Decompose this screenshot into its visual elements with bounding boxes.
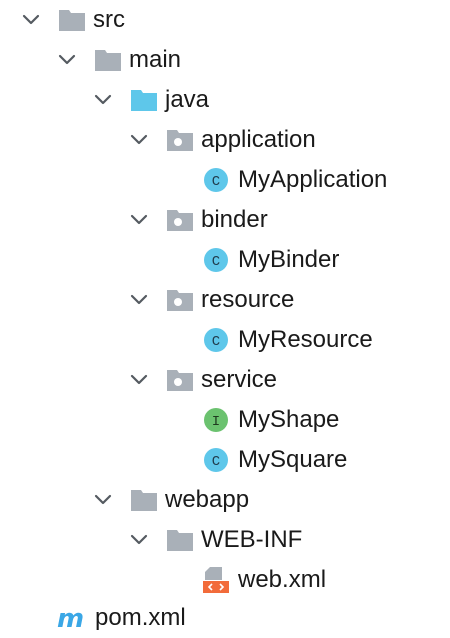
interface-icon: I (202, 407, 230, 433)
tree-label-application: application (201, 126, 316, 153)
folder-icon (58, 7, 86, 33)
tree-label-myshape: MyShape (238, 406, 340, 433)
class-badge-letter: C (212, 174, 220, 190)
tree-row-src[interactable]: src (0, 0, 450, 40)
tree-label-web-inf: WEB-INF (201, 526, 303, 553)
class-icon: C (202, 447, 230, 473)
tree-label-mybinder: MyBinder (238, 246, 340, 273)
chevron-down-icon[interactable] (128, 369, 150, 391)
package-folder-icon (166, 127, 194, 153)
class-badge-letter: C (212, 334, 220, 350)
maven-badge-letter: m (57, 605, 84, 631)
chevron-down-icon[interactable] (128, 529, 150, 551)
class-icon: C (202, 247, 230, 273)
interface-badge-letter: I (212, 414, 220, 430)
tree-label-binder: binder (201, 206, 268, 233)
tree-row-mysquare[interactable]: C MySquare (0, 440, 450, 480)
tree-label-myresource: MyResource (238, 326, 373, 353)
tree-label-resource: resource (201, 286, 295, 313)
class-icon: C (202, 167, 230, 193)
tree-row-web-xml[interactable]: web.xml (0, 560, 450, 600)
tree-label-myapplication: MyApplication (238, 166, 388, 193)
tree-label-pom-xml: pom.xml (95, 604, 186, 631)
tree-label-service: service (201, 366, 278, 393)
tree-label-webapp: webapp (165, 486, 250, 513)
chevron-down-icon[interactable] (92, 489, 114, 511)
tree-label-web-xml: web.xml (238, 566, 327, 593)
tree-row-main[interactable]: main (0, 40, 450, 80)
chevron-down-icon[interactable] (92, 89, 114, 111)
class-icon: C (202, 327, 230, 353)
xml-file-icon (202, 567, 230, 593)
tree-row-application[interactable]: application (0, 120, 450, 160)
class-badge-letter: C (212, 454, 220, 470)
chevron-down-icon[interactable] (56, 49, 78, 71)
tree-row-myshape[interactable]: I MyShape (0, 400, 450, 440)
tree-row-service[interactable]: service (0, 360, 450, 400)
tree-row-java[interactable]: java (0, 80, 450, 120)
tree-label-src: src (93, 6, 125, 33)
package-folder-icon (166, 207, 194, 233)
tree-label-java: java (165, 86, 210, 113)
tree-row-pom-xml[interactable]: m pom.xml (0, 598, 450, 638)
folder-icon (130, 487, 158, 513)
package-folder-icon (166, 287, 194, 313)
chevron-down-icon[interactable] (128, 209, 150, 231)
tree-label-mysquare: MySquare (238, 446, 348, 473)
tree-row-mybinder[interactable]: C MyBinder (0, 240, 450, 280)
class-badge-letter: C (212, 254, 220, 270)
maven-icon: m (56, 605, 84, 631)
chevron-down-icon[interactable] (20, 9, 42, 31)
tree-row-webapp[interactable]: webapp (0, 480, 450, 520)
tree-row-myapplication[interactable]: C MyApplication (0, 160, 450, 200)
chevron-down-icon[interactable] (128, 129, 150, 151)
package-folder-icon (166, 367, 194, 393)
folder-icon (166, 527, 194, 553)
tree-row-binder[interactable]: binder (0, 200, 450, 240)
tree-row-resource[interactable]: resource (0, 280, 450, 320)
chevron-down-icon[interactable] (128, 289, 150, 311)
folder-icon (94, 47, 122, 73)
tree-label-main: main (129, 46, 182, 73)
source-folder-icon (130, 87, 158, 113)
tree-row-myresource[interactable]: C MyResource (0, 320, 450, 360)
tree-row-web-inf[interactable]: WEB-INF (0, 520, 450, 560)
